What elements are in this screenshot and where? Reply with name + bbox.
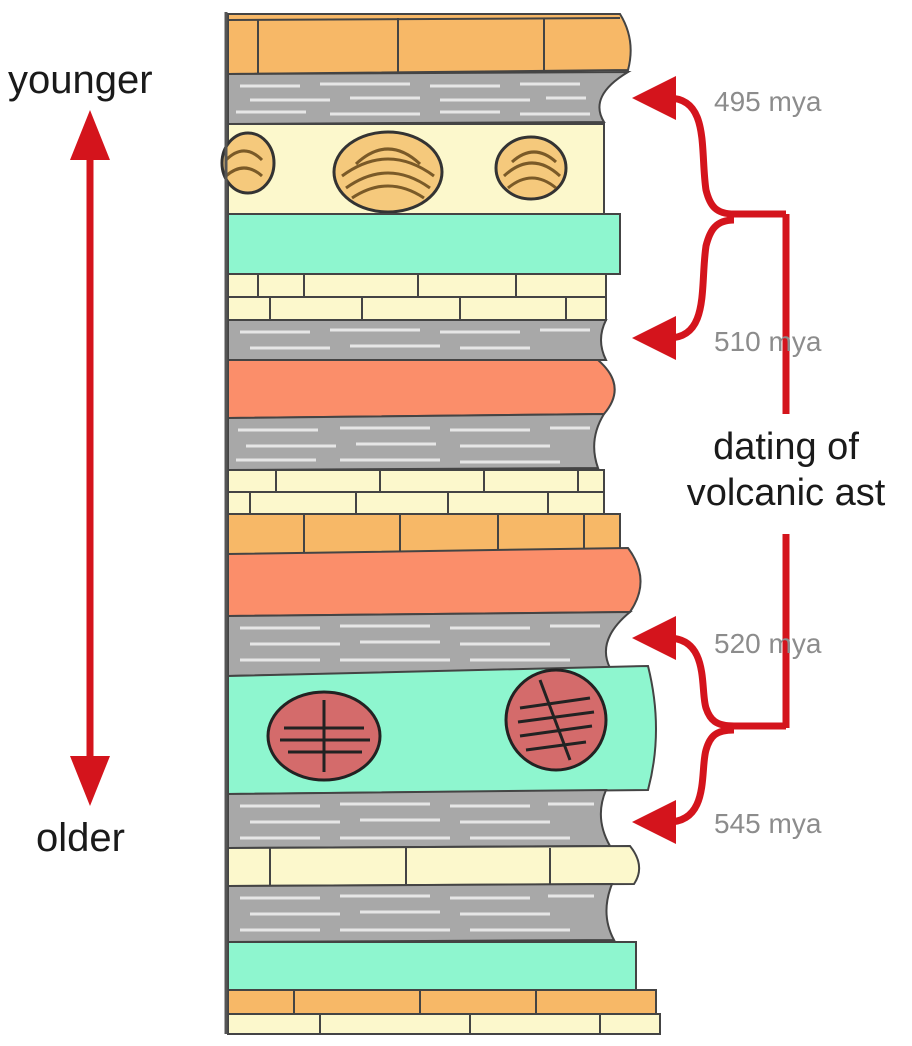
dating-caption: dating of volcanic ast	[668, 424, 904, 516]
stratum-limestone-fossils	[220, 123, 605, 215]
younger-label: younger	[8, 58, 153, 102]
upper-date-bracket	[632, 76, 790, 414]
stratum-sandstone	[227, 989, 657, 1015]
date-label: 510 mya	[714, 326, 822, 357]
stratum-limestone	[227, 469, 605, 515]
stratum-limestone	[227, 1013, 661, 1035]
date-label: 520 mya	[714, 628, 822, 659]
stratum-ash-fossils	[227, 664, 657, 796]
rock-column	[220, 12, 661, 1035]
stratum-limestone	[227, 844, 641, 888]
caption-line: dating of	[713, 426, 859, 468]
shell-fossil	[494, 135, 568, 201]
stratum-sandstone	[227, 513, 621, 555]
stratum-ash	[227, 213, 621, 275]
stratum-shale	[227, 610, 633, 678]
stratum-sandstone	[227, 13, 632, 76]
date-label: 495 mya	[714, 86, 822, 117]
caption-line: volcanic ast	[686, 472, 886, 514]
stratum-volcanic	[227, 359, 616, 420]
date-label: 545 mya	[714, 808, 822, 839]
stratum-shale	[227, 882, 616, 944]
stratum-volcanic	[227, 546, 642, 618]
older-label: older	[36, 816, 125, 860]
shell-fossil	[220, 131, 276, 195]
stratum-limestone	[227, 273, 607, 321]
time-direction-arrow	[70, 110, 110, 806]
stratum-shale	[227, 788, 612, 850]
stratum-shale	[227, 70, 632, 126]
lower-date-bracket	[632, 534, 790, 844]
stratum-ash	[227, 941, 637, 991]
stratum-shale	[227, 319, 608, 361]
stratum-shale	[227, 412, 606, 472]
